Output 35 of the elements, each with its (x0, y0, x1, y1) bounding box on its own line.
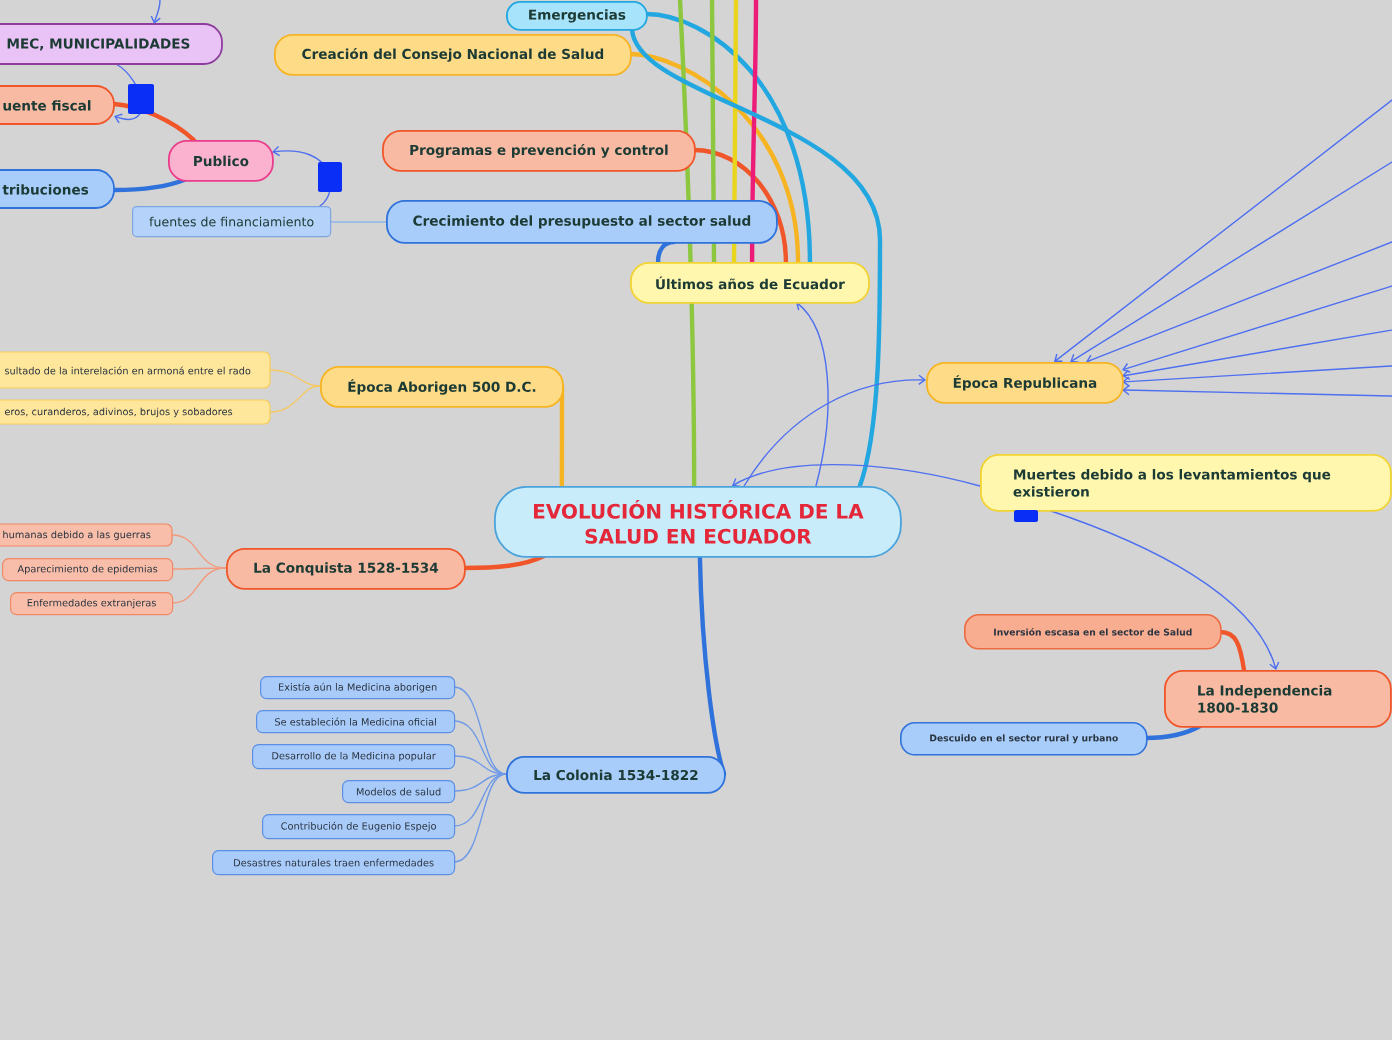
connector-line (269, 385, 321, 413)
connector-line (171, 567, 227, 570)
arrow (1070, 161, 1392, 363)
connector-line (453, 773, 507, 863)
arrow (272, 145, 332, 207)
arrow (1122, 365, 1392, 387)
central-topic-bubble: EVOLUCIÓN HISTÓRICA DE LA SALUD EN ECUADOR (494, 486, 902, 558)
arrow (1047, 509, 1280, 670)
arrow (1085, 241, 1392, 365)
connector-line (1217, 629, 1247, 673)
arrow (795, 302, 829, 487)
connector-line (453, 720, 507, 775)
connector-line (329, 221, 387, 223)
connector-line (691, 147, 789, 265)
connector-line (643, 11, 813, 265)
connector-line (461, 553, 547, 571)
connector-line (111, 101, 197, 143)
connector-line (453, 773, 507, 827)
arrow (150, 0, 161, 24)
connector-line (627, 51, 801, 265)
connector-line (629, 26, 883, 489)
arrow (114, 63, 143, 124)
connector-line (111, 177, 187, 193)
arrow (743, 374, 926, 487)
arrow (731, 464, 981, 488)
arrow (1122, 285, 1392, 373)
connector-line (171, 567, 227, 604)
connector-line (655, 239, 677, 265)
connector-line (453, 755, 507, 775)
connector-line (269, 369, 321, 387)
arrow (1122, 384, 1392, 397)
arrow (1054, 99, 1392, 362)
connector-line (453, 686, 507, 775)
arrow (1122, 329, 1392, 381)
connector-line (1143, 723, 1203, 741)
